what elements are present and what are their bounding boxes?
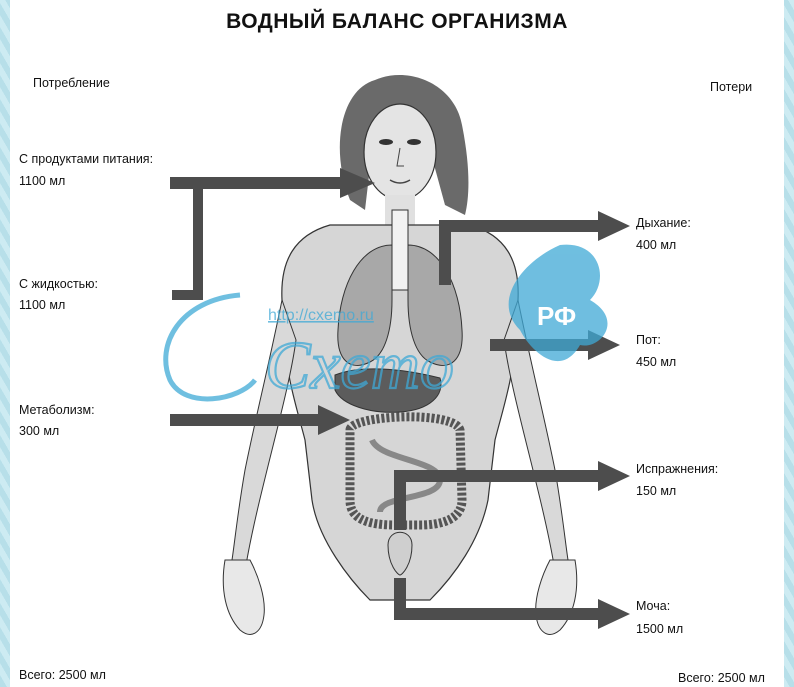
loss-feces-value: 150 мл [636,484,676,498]
arrow-feces-head [598,461,630,491]
intake-metabolism-value: 300 мл [19,424,59,438]
loss-sweat-value: 450 мл [636,355,676,369]
intake-food-label: С продуктами питания: [19,152,153,166]
arrow-urine-head [598,599,630,629]
intake-liquid-label: С жидкостью: [19,277,98,291]
left-eye [379,139,393,145]
intake-header: Потребление [33,76,110,90]
loss-breath-value: 400 мл [636,238,676,252]
trachea [392,210,408,290]
watermark-word: Cxemo [265,327,454,403]
intake-liquid-value: 1100 мл [19,298,65,312]
loss-urine-value: 1500 мл [636,622,683,636]
loss-breath-label: Дыхание: [636,216,691,230]
intake-total: Всего: 2500 мл [19,668,106,682]
arrow-breath-head [598,211,630,241]
loss-urine-label: Моча: [636,599,670,613]
intake-food-value: 1100 мл [19,174,65,188]
losses-header: Потери [710,80,752,94]
loss-feces-label: Испражнения: [636,462,718,476]
arrow-liquid-connector [172,188,198,295]
right-eye [407,139,421,145]
losses-total: Всего: 2500 мл [678,671,765,685]
head [364,104,436,200]
loss-sweat-label: Пот: [636,333,661,347]
diagram-title: ВОДНЫЙ БАЛАНС ОРГАНИЗМА [0,10,794,34]
right-hand [536,560,577,634]
left-hand [223,560,264,634]
watermark-url: http://cxemo.ru [268,307,374,324]
watermark-swash [166,295,255,399]
intake-metabolism-label: Метаболизм: [19,403,95,417]
watermark-badge: РФ [537,301,576,331]
